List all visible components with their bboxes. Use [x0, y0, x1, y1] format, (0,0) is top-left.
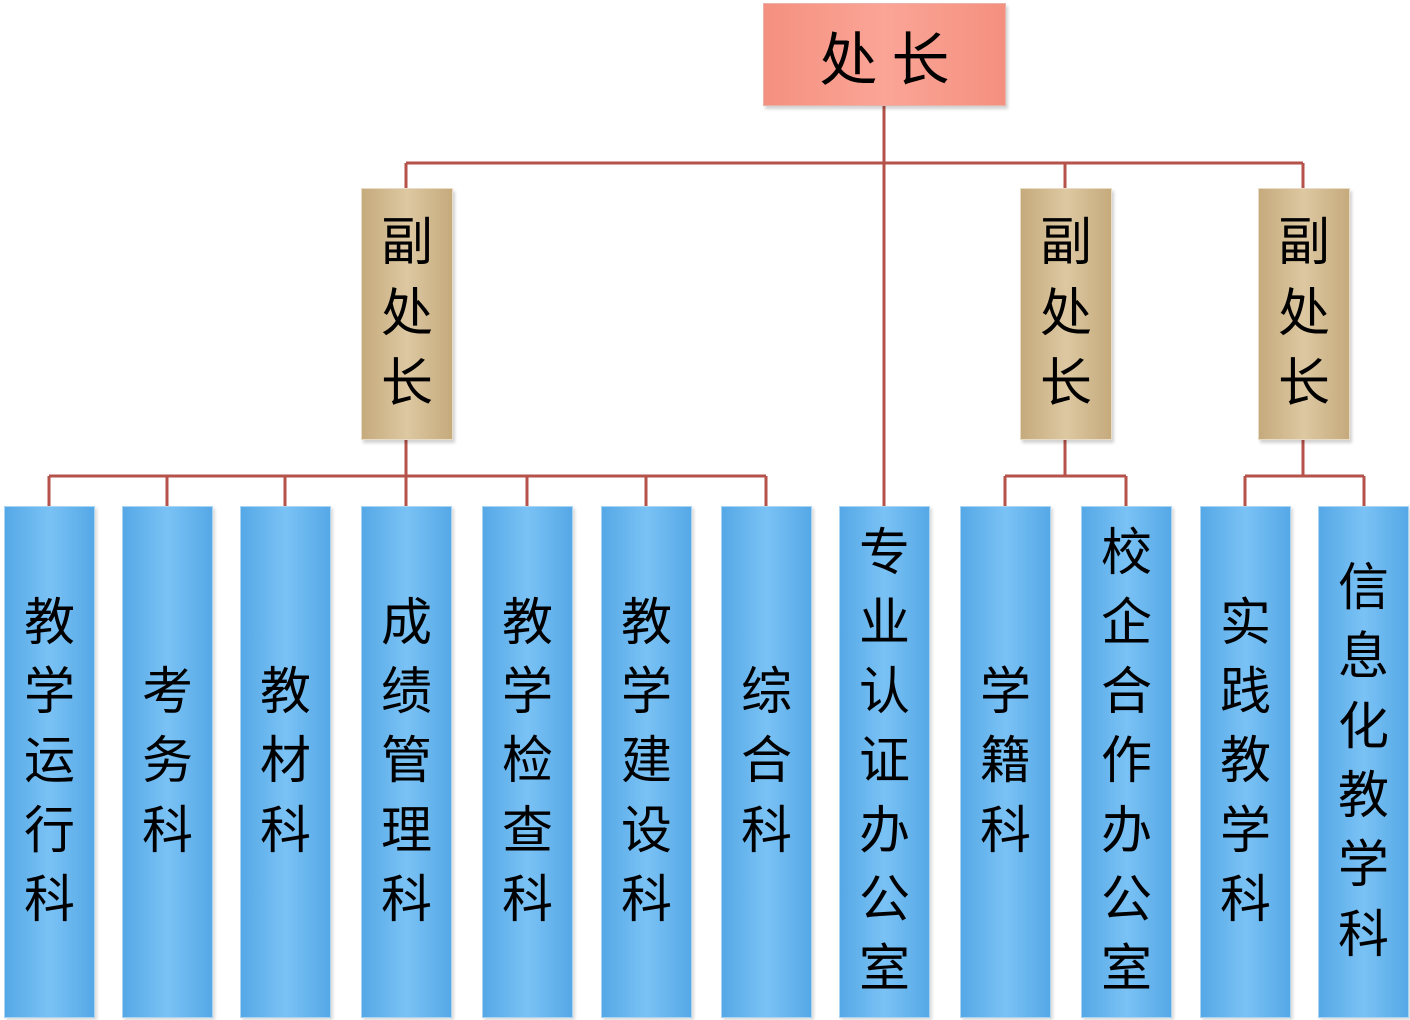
- department-label: 教学运行科: [23, 593, 75, 931]
- department-box-practical-teaching: 实践教学科: [1200, 506, 1291, 1018]
- director-box: 处长: [763, 3, 1006, 106]
- department-box-teaching-development: 教学建设科: [601, 506, 692, 1018]
- department-label: 学籍科: [979, 662, 1031, 861]
- deputy-director-label: 副处长: [380, 212, 433, 415]
- department-box-exam-affairs: 考务科: [122, 506, 213, 1018]
- deputy-director-box-1: 副处长: [361, 188, 453, 440]
- department-label: 考务科: [141, 662, 193, 861]
- director-label: 处长: [819, 25, 964, 94]
- department-label: 实践教学科: [1219, 593, 1271, 931]
- department-label: 专业认证办公室: [858, 524, 910, 1000]
- deputy-director-label: 副处长: [1277, 212, 1330, 415]
- department-label: 成绩管理科: [380, 593, 432, 931]
- department-label: 校企合作办公室: [1100, 524, 1152, 1000]
- department-box-accreditation-office: 专业认证办公室: [839, 506, 930, 1018]
- department-label: 教材科: [259, 662, 311, 861]
- department-label: 综合科: [740, 662, 792, 861]
- department-box-grades-management: 成绩管理科: [361, 506, 452, 1018]
- department-box-student-records: 学籍科: [960, 506, 1051, 1018]
- deputy-director-label: 副处长: [1039, 212, 1092, 415]
- department-box-general-affairs: 综合科: [721, 506, 812, 1018]
- department-label: 教学检查科: [501, 593, 553, 931]
- deputy-director-box-3: 副处长: [1258, 188, 1350, 440]
- department-box-textbooks: 教材科: [240, 506, 331, 1018]
- department-box-digital-teaching: 信息化教学科: [1318, 506, 1409, 1018]
- department-box-industry-cooperation-office: 校企合作办公室: [1081, 506, 1172, 1018]
- department-box-teaching-operation: 教学运行科: [4, 506, 95, 1018]
- department-label: 教学建设科: [620, 593, 672, 931]
- department-box-teaching-inspection: 教学检查科: [482, 506, 573, 1018]
- deputy-director-box-2: 副处长: [1020, 188, 1112, 440]
- department-label: 信息化教学科: [1337, 558, 1389, 965]
